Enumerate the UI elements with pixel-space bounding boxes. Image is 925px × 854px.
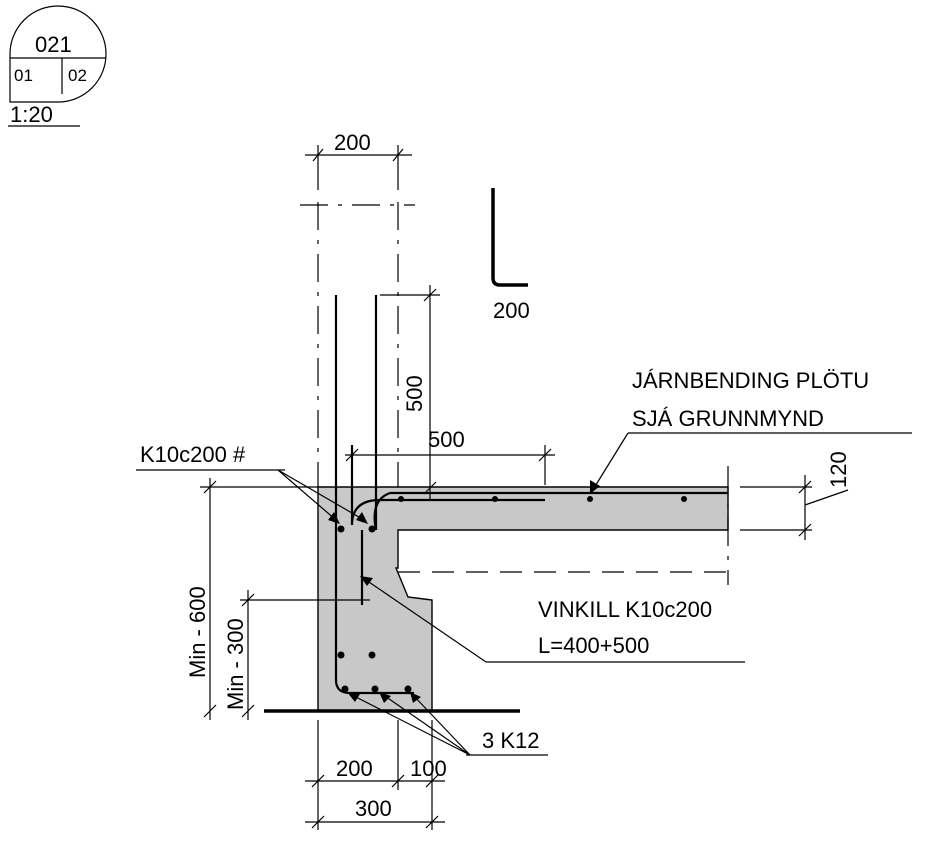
dim-footing-100: 100 <box>410 756 447 781</box>
dim-tick <box>311 815 325 829</box>
dim-wall-width: 200 <box>334 130 371 155</box>
annotations: JÁRNBENDING PLÖTU SJÁ GRUNNMYND K10c200 … <box>136 368 912 756</box>
leader-arrow <box>379 692 391 703</box>
dim-tick <box>423 288 437 302</box>
leader-line <box>381 693 471 756</box>
leader-line <box>365 579 487 663</box>
wall-rebar-note: K10c200 # <box>140 442 246 467</box>
leader-line <box>349 693 471 756</box>
dim-tick <box>425 815 439 829</box>
angle-bar-note-line2: L=400+500 <box>538 633 649 658</box>
slab-bar-dot <box>398 496 404 502</box>
dim-footing-200: 200 <box>336 756 373 781</box>
leader-arrow <box>328 512 340 524</box>
angle-bar-note-line1: VINKILL K10c200 <box>538 597 712 622</box>
dim-tick <box>392 148 404 162</box>
dim-tick <box>423 481 437 495</box>
slab-rebar-note-line2: SJÁ GRUNNMYND <box>632 406 824 431</box>
bottom-bars-note: 3 K12 <box>482 728 540 753</box>
dim-min-600: Min - 600 <box>185 586 210 678</box>
dim-tick <box>345 448 359 462</box>
break-lines <box>300 202 729 585</box>
rebar-dot <box>341 685 349 693</box>
leader-arrow <box>590 480 600 494</box>
tag-sheet-right: 02 <box>68 66 87 85</box>
dim-tick <box>203 704 217 718</box>
rebar-dot <box>337 525 345 533</box>
rebar-dot <box>371 685 379 693</box>
dim-tick <box>311 774 325 788</box>
tag-outline <box>9 5 107 103</box>
leader-line <box>277 469 337 521</box>
dim-tick <box>538 448 552 462</box>
rebar-dot <box>368 651 376 659</box>
tag-scale: 1:20 <box>10 102 53 127</box>
dim-tick <box>203 480 217 494</box>
l-bar-sketch <box>491 188 528 287</box>
rebar-dot <box>404 685 412 693</box>
dim-min-300: Min - 300 <box>223 618 248 710</box>
dim-tick <box>391 774 405 788</box>
rebar-dot <box>337 651 345 659</box>
leader-arrow <box>410 692 421 703</box>
rebar-dot <box>368 525 376 533</box>
dim-vertical-lap: 500 <box>402 375 427 412</box>
dim-slab-thickness: 120 <box>826 451 851 488</box>
slab-rebar-note-line1: JÁRNBENDING PLÖTU <box>632 368 869 393</box>
dim-leader <box>804 489 849 506</box>
leader-line <box>593 432 629 489</box>
bar-shape-sketch: 200 <box>491 188 530 323</box>
dim-tick <box>241 704 255 718</box>
dim-tick <box>798 523 812 537</box>
leader-arrow <box>360 576 373 586</box>
slab-bar-dot <box>587 496 593 502</box>
leader-arrow <box>356 512 368 524</box>
leader-line <box>277 469 365 521</box>
dimension-lines: 200 500 500 120 Min - 600 Min - 300 <box>185 130 851 830</box>
dim-horizontal-lap: 500 <box>428 427 465 452</box>
dim-tick <box>798 480 812 494</box>
dim-tick <box>425 774 439 788</box>
leader-arrow <box>347 692 360 702</box>
leader-line <box>411 693 471 756</box>
slab-bar-dot <box>492 496 498 502</box>
slab-bar-dot <box>681 496 687 502</box>
bar-leg-dim: 200 <box>493 298 530 323</box>
slab-hook <box>373 491 391 531</box>
tag-sheet-left: 01 <box>14 66 33 85</box>
dim-footing-300: 300 <box>355 796 392 821</box>
tag-number: 021 <box>35 32 72 57</box>
dim-tick <box>312 148 324 162</box>
dim-tick <box>241 593 255 607</box>
detail-tag: 021 01 02 1:20 <box>8 5 107 127</box>
